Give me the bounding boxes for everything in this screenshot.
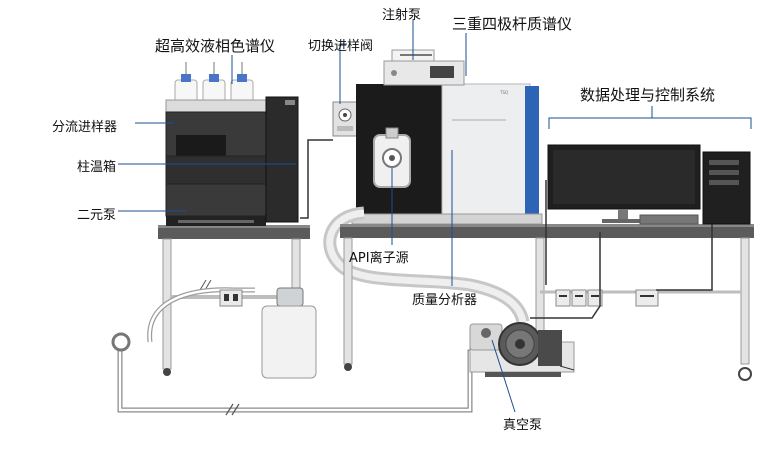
syringe-pump	[383, 49, 465, 86]
label-vacuum-pump: 真空泵	[503, 418, 543, 433]
label-data-system: 数据处理与控制系统	[580, 86, 716, 104]
cables	[300, 139, 713, 319]
label-triple-quad: 三重四极杆质谱仪	[452, 15, 573, 33]
keyboard	[639, 214, 699, 225]
leader-lines	[118, 20, 752, 413]
power-outlet-left	[219, 289, 243, 307]
label-binary-pump: 二元泵	[77, 208, 117, 223]
computer-tower	[702, 151, 751, 225]
monitor	[547, 144, 701, 223]
right-table	[340, 224, 754, 381]
label-switch-valve: 切换进样阀	[308, 39, 374, 54]
label-lc: 超高效液相色谱仪	[155, 37, 276, 55]
label-split-injector: 分流进样器	[52, 120, 118, 135]
solvent-bottles	[165, 62, 269, 113]
waste-bottle	[261, 287, 317, 379]
lc-stack	[165, 96, 299, 226]
api-ion-source	[373, 127, 411, 188]
label-column-oven: 柱温箱	[77, 160, 117, 175]
label-api-source: API离子源	[349, 251, 409, 266]
power-outlets-right	[555, 289, 659, 307]
floor-drain-icon	[111, 332, 131, 352]
svg-text:TSQ: TSQ	[499, 90, 508, 95]
switch-valve	[332, 101, 358, 137]
label-syringe-pump: 注射泵	[382, 8, 422, 23]
vacuum-pump	[469, 322, 575, 377]
line-break-mark	[225, 403, 240, 416]
label-mass-analyzer: 质量分析器	[412, 293, 478, 308]
